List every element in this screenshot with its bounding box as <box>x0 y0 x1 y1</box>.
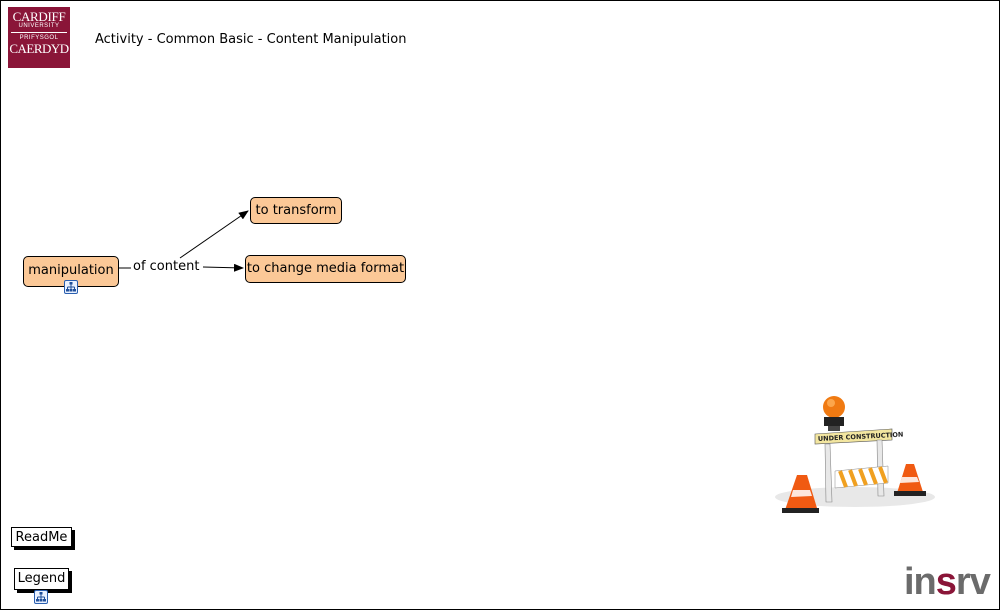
logo-line-university: UNIVERSITY <box>18 23 60 29</box>
link-arrow-to-change-media-format <box>202 263 244 272</box>
page-title: Activity - Common Basic - Content Manipu… <box>95 32 407 47</box>
concept-node-to-transform[interactable]: to transform <box>250 197 342 224</box>
insrv-logo-in: in <box>904 561 937 603</box>
logo-line-cardiff: CARDIFF <box>12 9 66 24</box>
cardiff-university-logo: CARDIFF UNIVERSITY PRIFYSGOL CAERDYD <box>8 7 70 68</box>
concept-node-to-change-media-format-label: to change media format <box>246 261 405 276</box>
insrv-logo-rv: rv <box>955 561 991 603</box>
logo-line-caerdydd: CAERDYD <box>9 41 69 56</box>
concept-node-manipulation-label: manipulation <box>28 263 114 278</box>
link-arrow-to-transform <box>179 210 249 259</box>
legend-submap-icon-glyph <box>36 592 46 602</box>
insrv-logo-s: s <box>935 561 957 603</box>
logo-line-prifysgol: PRIFYSGOL <box>19 35 59 41</box>
link-label-of-content: of content <box>133 259 200 274</box>
logo-separator <box>11 32 67 33</box>
under-construction-icon: UNDER CONSTRUCTION <box>775 396 935 513</box>
submap-icon-glyph <box>66 282 76 292</box>
concept-node-to-transform-label: to transform <box>255 203 337 218</box>
readme-button[interactable]: ReadMe <box>11 527 72 547</box>
submap-icon[interactable] <box>64 280 78 294</box>
legend-button[interactable]: Legend <box>14 568 69 590</box>
concept-node-to-change-media-format[interactable]: to change media format <box>245 255 406 283</box>
insrv-logo: insrv <box>904 561 991 603</box>
legend-submap-icon[interactable] <box>34 590 48 604</box>
